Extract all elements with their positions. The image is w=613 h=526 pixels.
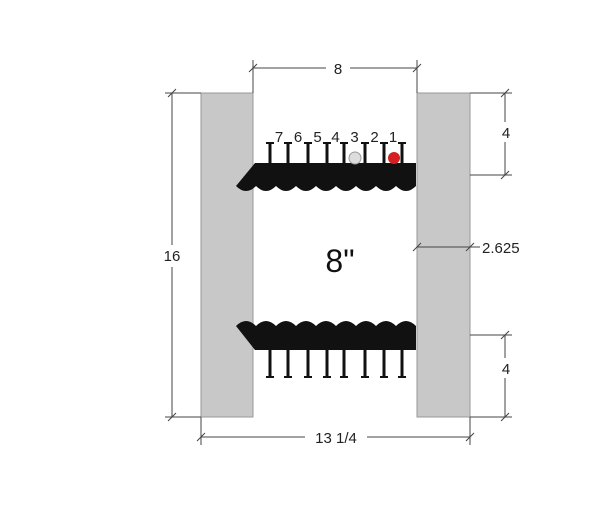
bottom-band xyxy=(236,321,416,350)
pin-label: 5 xyxy=(313,129,321,146)
dim-height-label: 16 xyxy=(164,248,181,265)
dim-total-width-label: 13 1/4 xyxy=(315,430,357,447)
bands xyxy=(236,163,416,350)
pin-label: 3 xyxy=(350,129,358,146)
left-wall xyxy=(200,92,254,418)
pin-label: 2 xyxy=(370,129,378,146)
red-marker xyxy=(388,152,400,164)
pin-label: 4 xyxy=(331,129,339,146)
top-band xyxy=(236,163,416,191)
dim-gap xyxy=(412,242,480,252)
dim-top-label: 8 xyxy=(334,61,342,78)
center-label: 8" xyxy=(325,243,354,279)
pin-label: 7 xyxy=(275,129,283,146)
dim-bottom-right-label: 4 xyxy=(502,361,510,378)
pin-label: 6 xyxy=(294,129,302,146)
right-wall xyxy=(416,92,471,418)
pins xyxy=(266,142,406,378)
gray-marker xyxy=(348,151,362,165)
pin-label: 1 xyxy=(389,129,397,146)
dim-gap-label: 2.625 xyxy=(482,240,520,257)
dim-top-right-label: 4 xyxy=(502,125,510,142)
